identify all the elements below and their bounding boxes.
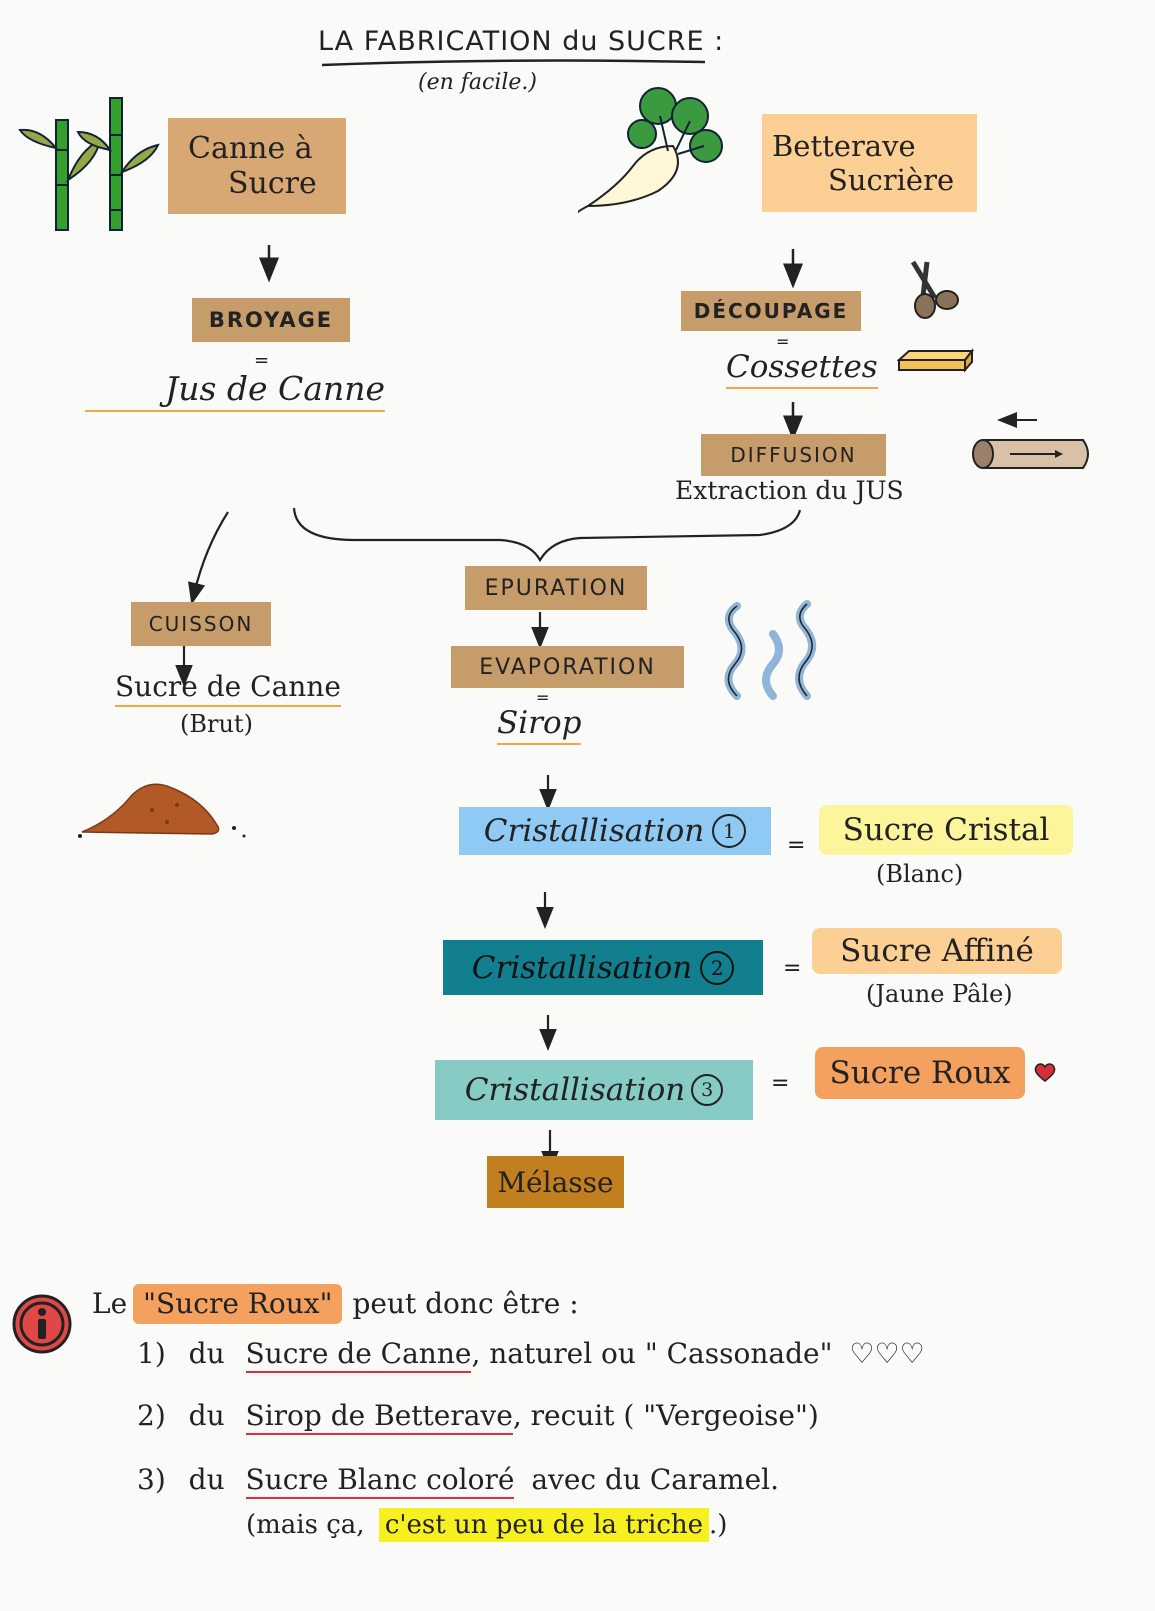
steam-icon bbox=[724, 600, 817, 700]
info-item-3-line2: (mais ça, c'est un peu de la triche.) bbox=[246, 1508, 728, 1542]
cristallisation-3-equals: = bbox=[771, 1071, 790, 1096]
info-item-1-number: 1) bbox=[137, 1337, 166, 1370]
cristallisation-3-number: 3 bbox=[691, 1074, 724, 1106]
sucre-affine-box: Sucre Affiné bbox=[812, 928, 1062, 974]
cristallisation-1-label: Cristallisation bbox=[483, 813, 705, 849]
decoupage-step-box: DÉCOUPAGE bbox=[681, 291, 861, 331]
cristallisation-1-equals: = bbox=[787, 833, 806, 858]
sugar-beet-icon bbox=[578, 87, 723, 214]
info-item-2-key: Sirop de Betterave bbox=[245, 1399, 513, 1435]
info-item-3: 3) du Sucre Blanc coloré avec du Caramel… bbox=[137, 1463, 780, 1499]
cane-equals-sign: = bbox=[254, 350, 270, 371]
cristallisation-3-box: Cristallisation 3 bbox=[435, 1060, 753, 1120]
cristallisation-1-box: Cristallisation 1 bbox=[459, 807, 771, 855]
epuration-step-box: EPURATION bbox=[465, 566, 647, 610]
extraction-jus-text: Extraction du JUS bbox=[675, 476, 904, 505]
info-intro-sucre-roux: "Sucre Roux" bbox=[133, 1284, 343, 1324]
cristallisation-2-label: Cristallisation bbox=[471, 949, 693, 986]
page-title: LA FABRICATION du SUCRE : bbox=[318, 26, 725, 57]
beet-label-line1: Betterave bbox=[772, 129, 916, 163]
sucre-de-canne-result: Sucre de Canne bbox=[115, 670, 341, 707]
info-item-3-rest: avec du Caramel. bbox=[531, 1463, 780, 1496]
jus-de-canne-text: Jus de Canne bbox=[165, 369, 386, 408]
page-subtitle: (en facile.) bbox=[418, 70, 538, 95]
sucre-cristal-box: Sucre Cristal bbox=[819, 805, 1073, 855]
common-equals-sign: = bbox=[536, 688, 550, 707]
info-item-3-du: du bbox=[188, 1463, 225, 1496]
info-item-2-number: 2) bbox=[137, 1399, 166, 1432]
cristallisation-1-number: 1 bbox=[712, 814, 747, 848]
scissors-icon bbox=[910, 260, 959, 319]
sucre-affine-note: (Jaune Pâle) bbox=[866, 980, 1013, 1008]
info-item-2-rest: , recuit ( "Vergeoise") bbox=[512, 1399, 819, 1432]
cristallisation-2-equals: = bbox=[783, 956, 802, 981]
info-item-1-hearts: ♡♡♡ bbox=[849, 1337, 925, 1370]
sucre-de-canne-text: Sucre de Canne bbox=[115, 670, 341, 703]
jus-de-canne-result: Jus de Canne bbox=[85, 369, 386, 412]
info-item-1: 1) du Sucre de Canne, naturel ou " Casso… bbox=[137, 1337, 925, 1373]
cristallisation-2-box: Cristallisation 2 bbox=[443, 940, 763, 995]
beet-source-box: Betterave Sucrière bbox=[762, 114, 977, 212]
diffusion-tube-icon bbox=[972, 412, 1089, 469]
sirop-result: Sirop bbox=[497, 705, 582, 745]
info-item-3-line2-start: (mais ça, bbox=[246, 1510, 365, 1540]
cossettes-result: Cossettes bbox=[726, 349, 878, 389]
beet-equals-sign: = bbox=[776, 332, 790, 351]
brown-sugar-pile-icon bbox=[78, 783, 246, 838]
info-intro-le: Le bbox=[92, 1287, 128, 1320]
cristallisation-3-label: Cristallisation bbox=[464, 1072, 686, 1108]
diffusion-step-box: DIFFUSION bbox=[701, 434, 886, 476]
sucre-de-canne-note: (Brut) bbox=[180, 710, 253, 738]
info-item-3-number: 3) bbox=[137, 1463, 166, 1496]
beet-label-line2: Sucrière bbox=[828, 163, 955, 197]
cane-label-line1: Canne à bbox=[188, 131, 313, 166]
info-intro-rest: peut donc être : bbox=[352, 1287, 579, 1320]
cane-source-box: Canne à Sucre bbox=[168, 118, 346, 214]
cristallisation-2-number: 2 bbox=[700, 950, 735, 985]
broyage-step-box: BROYAGE bbox=[192, 298, 350, 342]
info-item-2: 2) du Sirop de Betterave, recuit ( "Verg… bbox=[137, 1399, 819, 1435]
info-item-1-du: du bbox=[188, 1337, 225, 1370]
sugar-cane-icon bbox=[18, 97, 160, 231]
cane-label-line2: Sucre bbox=[228, 166, 317, 201]
melasse-box: Mélasse bbox=[487, 1156, 624, 1208]
evaporation-step-box: EVAPORATION bbox=[451, 646, 684, 688]
sucre-cristal-note: (Blanc) bbox=[876, 860, 964, 888]
cossettes-text: Cossettes bbox=[726, 349, 878, 385]
info-item-3-line2-end: .) bbox=[709, 1510, 728, 1540]
info-item-1-key: Sucre de Canne bbox=[245, 1337, 472, 1373]
sirop-text: Sirop bbox=[497, 705, 582, 741]
info-item-3-line2-highlight: c'est un peu de la triche bbox=[378, 1508, 710, 1542]
cuisson-step-box: CUISSON bbox=[131, 602, 271, 646]
info-item-3-key: Sucre Blanc coloré bbox=[245, 1463, 515, 1499]
info-item-1-rest: , naturel ou " Cassonade" bbox=[471, 1337, 833, 1370]
cossettes-icon bbox=[897, 348, 975, 373]
sucre-roux-box: Sucre Roux bbox=[815, 1047, 1025, 1099]
heart-icon bbox=[1034, 1063, 1056, 1082]
info-intro-line: Le "Sucre Roux" peut donc être : bbox=[92, 1284, 579, 1324]
info-icon bbox=[12, 1294, 72, 1354]
info-item-2-du: du bbox=[188, 1399, 225, 1432]
